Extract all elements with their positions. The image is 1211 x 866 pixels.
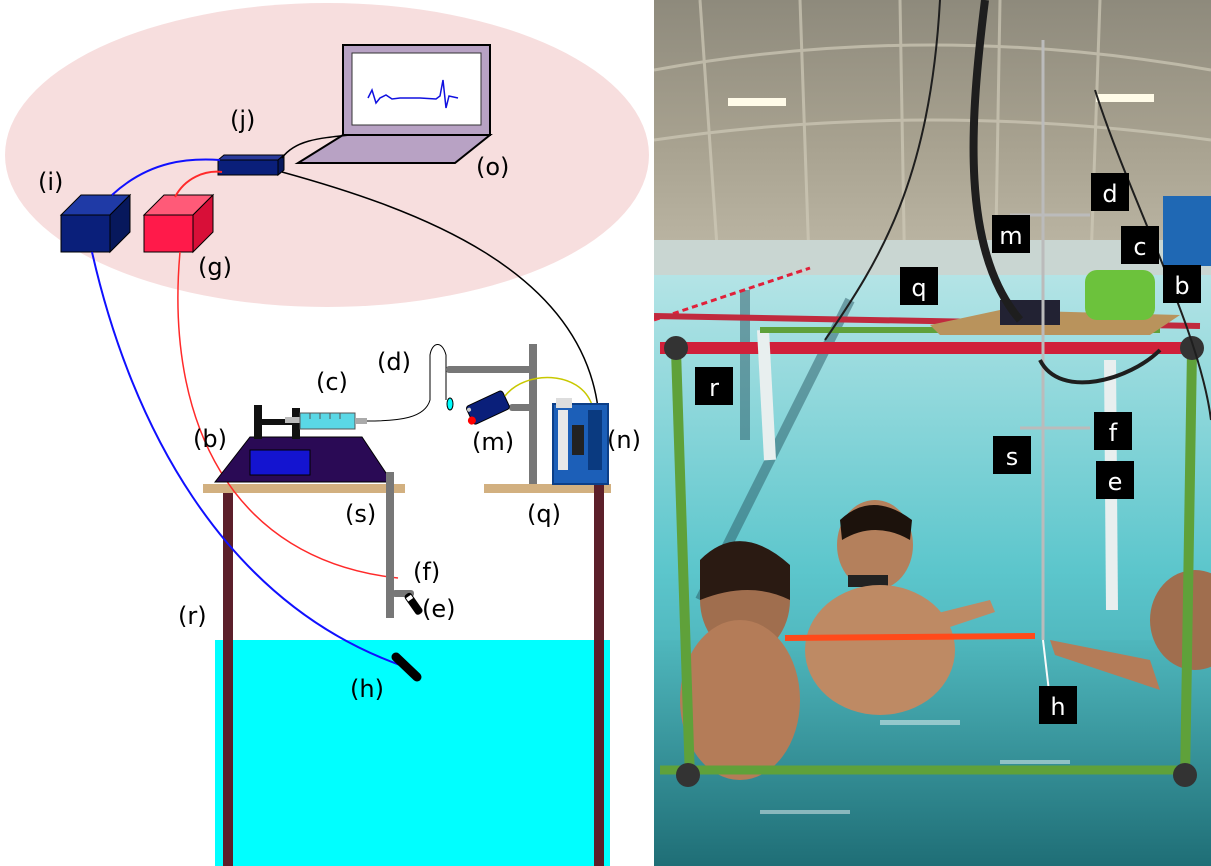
post-left (223, 493, 233, 866)
label-f: (f) (413, 558, 440, 586)
photo-tag-q: q (900, 267, 938, 305)
photo-panel (654, 0, 1211, 866)
swimmer-right (1050, 570, 1211, 690)
photo-tag-s: s (993, 436, 1031, 474)
swimmer-left (680, 541, 800, 780)
photo-tag-m: m (992, 215, 1030, 253)
arduino-board (552, 398, 609, 485)
photo-tag-h: h (1039, 686, 1077, 724)
label-h: (h) (350, 675, 384, 703)
wire-j-to-laptop (281, 134, 351, 159)
label-o: (o) (476, 153, 509, 181)
svg-text:s: s (1006, 443, 1019, 471)
photo-tag-b: b (1163, 265, 1201, 303)
table-left (203, 484, 405, 493)
syringe (285, 344, 447, 430)
label-c: (c) (316, 368, 348, 396)
swimmer-center (805, 500, 995, 715)
svg-text:f: f (1109, 419, 1118, 447)
schematic-diagram (5, 3, 649, 866)
label-m: (m) (472, 428, 514, 456)
hydrophone (391, 652, 422, 682)
svg-text:d: d (1102, 180, 1117, 208)
photo-tag-r: r (695, 367, 733, 405)
label-j: (j) (230, 106, 255, 134)
svg-text:m: m (999, 222, 1022, 250)
droplet (446, 397, 454, 411)
photo-tag-e: e (1096, 461, 1134, 499)
label-s: (s) (345, 500, 376, 528)
table-right (484, 484, 611, 493)
amplifier-box-blue (59, 193, 132, 254)
photo-tag-d: d (1091, 173, 1129, 211)
photodiode (404, 592, 423, 615)
wire-g-to-sensor (177, 251, 399, 579)
amplifier-box-red (142, 193, 215, 254)
label-d: (d) (377, 348, 411, 376)
label-b: (b) (193, 425, 227, 453)
stand-pole (529, 344, 537, 484)
sensor-stand (386, 472, 394, 618)
photo-tag-c: c (1121, 226, 1159, 264)
label-i: (i) (38, 168, 63, 196)
wire-i-to-hydrophone (91, 251, 401, 666)
photo-tag-f: f (1094, 412, 1132, 450)
label-r: (r) (178, 602, 207, 630)
svg-text:c: c (1133, 233, 1146, 261)
label-e: (e) (422, 595, 456, 623)
post-right (594, 480, 604, 866)
signal-trace (367, 79, 459, 109)
svg-text:e: e (1108, 468, 1123, 496)
light-sensor (466, 390, 510, 425)
svg-text:q: q (911, 274, 926, 302)
svg-text:h: h (1050, 693, 1065, 721)
label-g: (g) (198, 253, 232, 281)
label-n: (n) (607, 426, 641, 454)
laptop-icon (294, 44, 493, 164)
svg-text:r: r (709, 374, 719, 402)
wire-g-to-j (174, 170, 223, 198)
syringe-pump (213, 405, 393, 483)
label-q: (q) (527, 500, 561, 528)
daq-box (216, 154, 286, 161)
wire-i-to-j (111, 158, 221, 196)
svg-text:b: b (1174, 272, 1189, 300)
wire-j-to-arduino (281, 171, 599, 409)
